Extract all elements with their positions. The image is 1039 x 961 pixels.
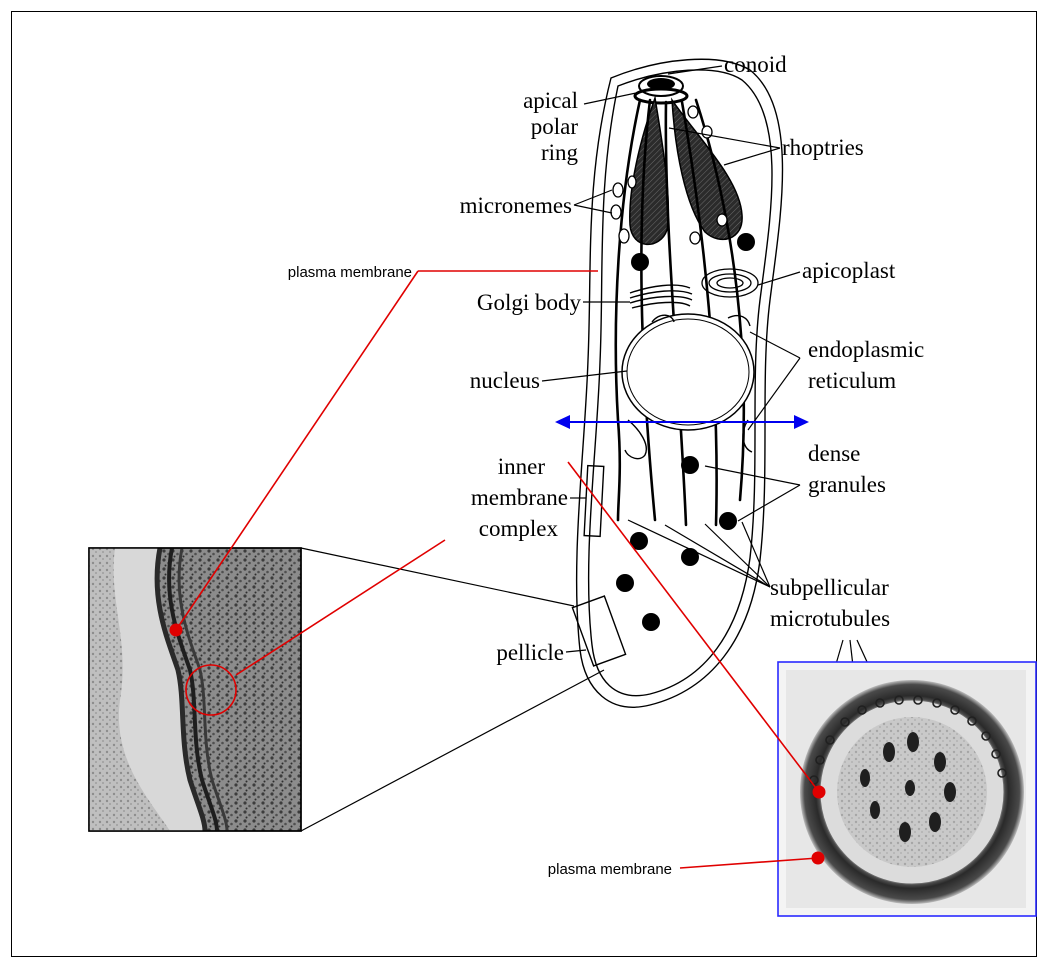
label-subpellicular-1: subpellicular — [770, 575, 889, 600]
red-dot-icon — [813, 786, 826, 799]
red-dot-icon — [812, 852, 825, 865]
label-subpellicular-2: microtubules — [770, 606, 890, 631]
label-plasma-membrane-bottom: plasma membrane — [548, 861, 672, 878]
red-dot-icon — [170, 624, 183, 637]
label-inner-3: complex — [479, 516, 559, 541]
label-inner-2: membrane — [471, 485, 568, 510]
conoid-structure — [635, 76, 687, 103]
label-endoplasmic-2: reticulum — [808, 368, 896, 393]
label-pellicle: pellicle — [496, 640, 564, 665]
label-rhoptries: rhoptries — [782, 135, 864, 160]
label-endoplasmic-1: endoplasmic — [808, 337, 924, 362]
label-apicoplast: apicoplast — [802, 258, 896, 283]
nucleus-shape — [622, 314, 754, 459]
label-apical-1: apical — [523, 88, 578, 113]
label-dense-1: dense — [808, 441, 860, 466]
label-micronemes: micronemes — [460, 193, 572, 218]
label-plasma-membrane-top: plasma membrane — [288, 264, 412, 281]
label-conoid: conoid — [724, 52, 787, 77]
golgi-shape — [630, 285, 692, 308]
apicoplast-shape — [702, 269, 758, 297]
label-nucleus: nucleus — [470, 368, 540, 393]
label-golgi-body: Golgi body — [477, 290, 582, 315]
em-inset-left — [89, 548, 301, 831]
label-inner-1: inner — [498, 454, 546, 479]
dense-granules-shapes — [616, 233, 755, 631]
label-apical-3: ring — [541, 140, 579, 165]
label-apical-2: polar — [531, 114, 579, 139]
inner-membrane-box — [584, 466, 604, 537]
label-dense-2: granules — [808, 472, 886, 497]
